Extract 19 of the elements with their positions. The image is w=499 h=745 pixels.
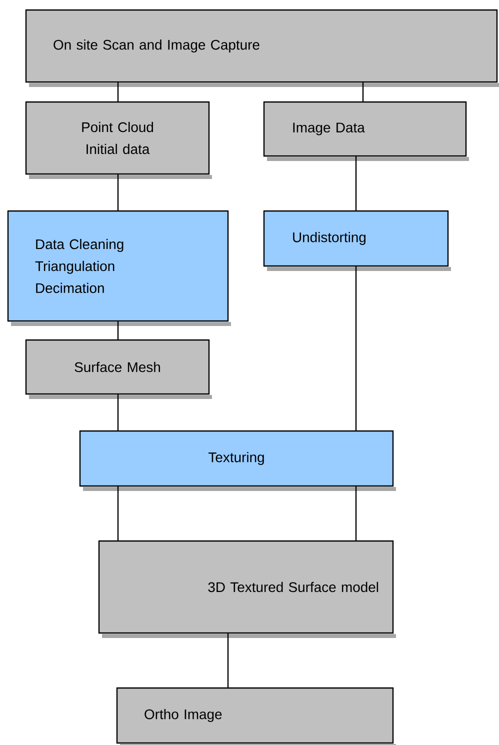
model-box: 3D Textured Surface model (98, 540, 396, 638)
data-box: Point Cloud Initial data (25, 101, 212, 179)
connector-line (362, 82, 364, 102)
connector-line (117, 82, 119, 102)
connector-line (355, 266, 357, 431)
connector-line (117, 394, 119, 431)
connector-line (117, 174, 119, 211)
connector-line (355, 156, 357, 211)
connector-line (117, 321, 119, 340)
process-box: On site Scan and Image Capture (25, 9, 499, 87)
data-box: Image Data (263, 101, 469, 161)
connector-line (117, 486, 119, 541)
data-box: Surface Mesh (25, 339, 212, 399)
process-box: Undistorting (263, 210, 451, 271)
connector-line (355, 486, 357, 541)
output-box: Ortho Image (116, 687, 396, 745)
process-box: Data Cleaning Triangulation Decimation (7, 210, 231, 326)
connector-line (227, 633, 229, 688)
process-box: Texturing (79, 430, 396, 491)
